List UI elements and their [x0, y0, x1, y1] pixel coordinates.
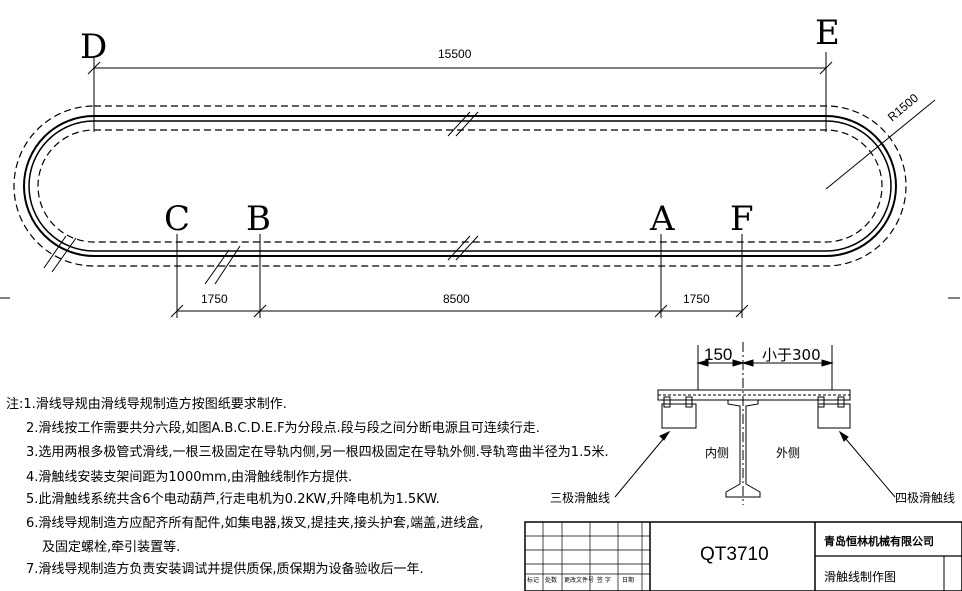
radius-leader [825, 99, 936, 190]
dim-bottom-left-label: 1750 [201, 292, 228, 306]
three-pole-conductor [661, 403, 697, 429]
notes: 注:1.滑线导规由滑线导规制造方按图纸要求制作. 2.滑线按工作需要共分六段,如… [6, 396, 609, 577]
note-line: 2.滑线按工作需要共分六段,如图A.B.C.D.E.F为分段点.段与段之间分断电… [26, 420, 540, 436]
radius-label: R1500 [885, 91, 921, 125]
dim-bottom-mid-label: 8500 [443, 292, 470, 306]
title-hdr-sign: 签 字 [597, 576, 611, 584]
dim-bottom-right-label: 1750 [683, 292, 710, 306]
break-marks [43, 111, 479, 285]
note-line: 及固定螺栓,牵引装置等. [42, 539, 180, 555]
company-name: 青岛恒林机械有限公司 [824, 534, 934, 548]
section-dim-right: 小于300 [762, 346, 821, 364]
track-outer-dashed [13, 105, 907, 267]
drawing-number: QT3710 [700, 544, 769, 565]
track-inner-dashed [37, 129, 883, 243]
title-hdr-mark: 标记 [527, 576, 539, 584]
point-a: A [649, 199, 675, 239]
title-block [524, 521, 962, 591]
left-callout-label: 三极滑触线 [550, 491, 610, 505]
point-b: B [246, 199, 271, 239]
note-line: 注:1.滑线导规由滑线导规制造方按图纸要求制作. [6, 396, 287, 412]
right-callout-label: 四极滑触线 [895, 491, 955, 505]
note-line: 7.滑线导规制造方负责安装调试并提供质保,质保期为设备验收后一年. [26, 561, 424, 577]
drawing-title: 滑触线制作图 [824, 570, 896, 584]
section-dim-left: 150 [704, 345, 732, 364]
section-outer-label: 外侧 [776, 446, 800, 460]
dim-bottom [170, 234, 749, 318]
note-line: 5.此滑触线系统共含6个电动葫芦,行走电机为0.2KW,升降电机为1.5KW. [26, 491, 440, 507]
point-d: D [80, 27, 107, 67]
i-beam [725, 399, 761, 498]
title-hdr-count: 处数 [545, 576, 557, 584]
note-line: 3.选用两根多极管式滑线,一根三极固定在导轨内侧,另一根四极固定在导轨外侧.导轨… [26, 444, 609, 460]
point-c: C [164, 199, 190, 239]
track-rail-outer [23, 115, 897, 257]
four-pole-conductor [817, 403, 851, 429]
point-f: F [730, 199, 754, 239]
dim-top [87, 52, 833, 132]
track-rail-inner [28, 120, 892, 252]
section-inner-label: 内侧 [705, 446, 729, 460]
note-line: 6.滑线导规制造方应配齐所有配件,如集电器,拨叉,提挂夹,接头护套,端盖,进线盒… [26, 515, 483, 531]
title-hdr-date: 日期 [622, 576, 634, 584]
point-e: E [815, 13, 840, 53]
cross-section [614, 342, 896, 505]
title-hdr-change: 更改文件号 [564, 576, 594, 584]
dim-top-label: 15500 [438, 47, 472, 61]
note-line: 4.滑触线安装支架间距为1000mm,由滑触线制作方提供. [26, 469, 352, 485]
track-plan [13, 105, 907, 267]
